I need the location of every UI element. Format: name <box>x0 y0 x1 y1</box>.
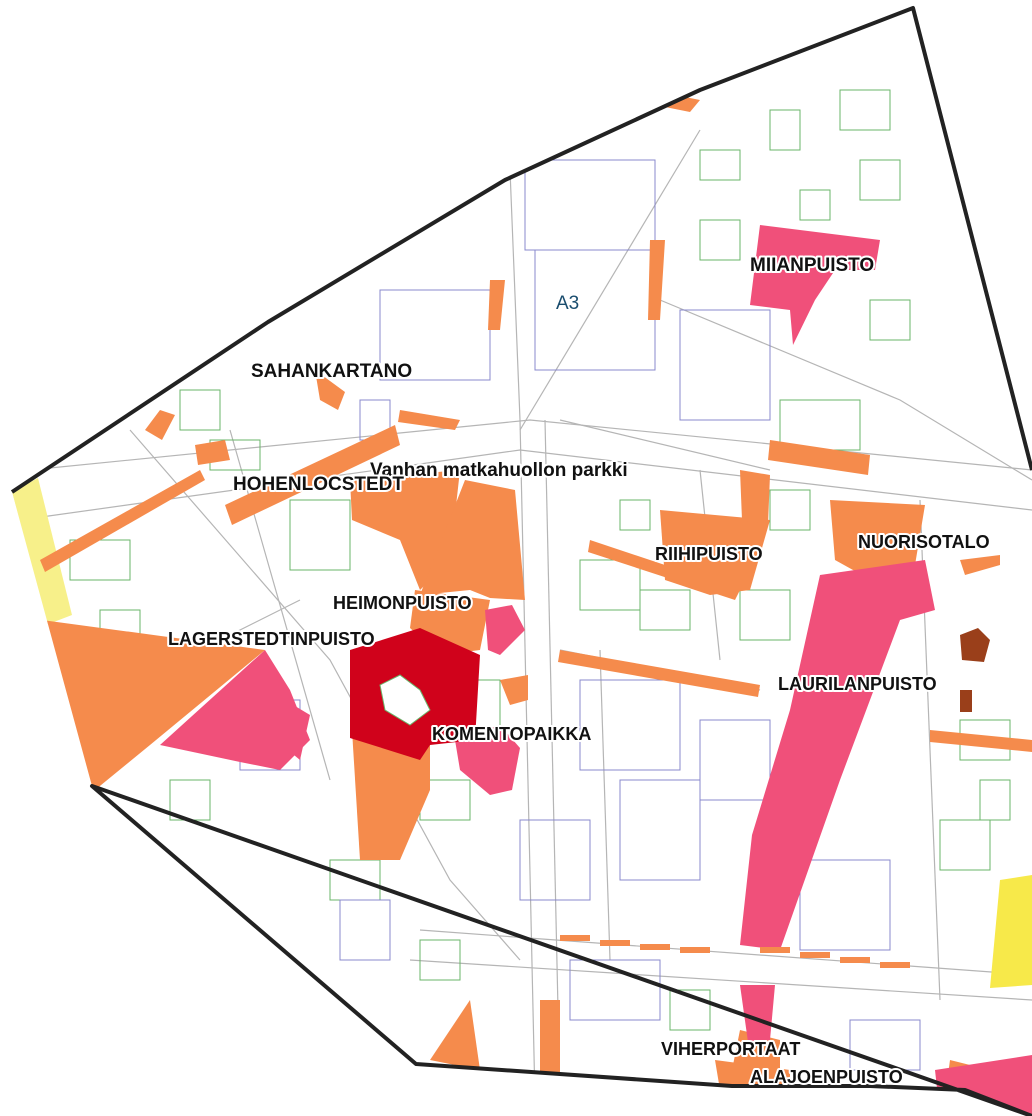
label-komentopaikka[interactable]: KOMENTOPAIKKA <box>430 722 593 746</box>
label-laurilanpuisto[interactable]: LAURILANPUISTO <box>776 672 939 696</box>
label-hohenlocstedt[interactable]: HOHENLOCSTEDT <box>231 472 406 497</box>
label-vanhan-matkahuollon-parkki[interactable]: Vanhan matkahuollon parkki <box>368 458 630 483</box>
area-labels: MIIANPUISTO SAHANKARTANO Vanhan matkahuo… <box>166 253 992 1089</box>
label-nuorisotalo[interactable]: NUORISOTALO <box>856 530 992 554</box>
zone-yellow-east <box>990 875 1032 988</box>
zones-orange <box>40 90 1032 1090</box>
zone-yellow-west <box>12 478 72 625</box>
label-lagerstedtinpuisto[interactable]: LAGERSTEDTINPUISTO <box>166 627 377 651</box>
grid-label: A3 <box>556 293 579 314</box>
area-boundary <box>10 6 1032 1116</box>
hatched-marker <box>960 628 990 662</box>
label-riihipuisto[interactable]: RIIHIPUISTO <box>653 542 765 566</box>
road-stripes <box>560 935 910 968</box>
label-viherportaat[interactable]: VIHERPORTAAT <box>659 1037 802 1061</box>
building-in-red <box>379 674 431 726</box>
label-alajoenpuisto[interactable]: ALAJOENPUISTO <box>748 1065 905 1089</box>
label-heimonpuisto[interactable]: HEIMONPUISTO <box>331 591 474 615</box>
label-sahankartano[interactable]: SAHANKARTANO <box>249 359 414 384</box>
label-miianpuisto[interactable]: MIIANPUISTO <box>748 253 876 278</box>
hatched-marker-small <box>960 690 972 712</box>
